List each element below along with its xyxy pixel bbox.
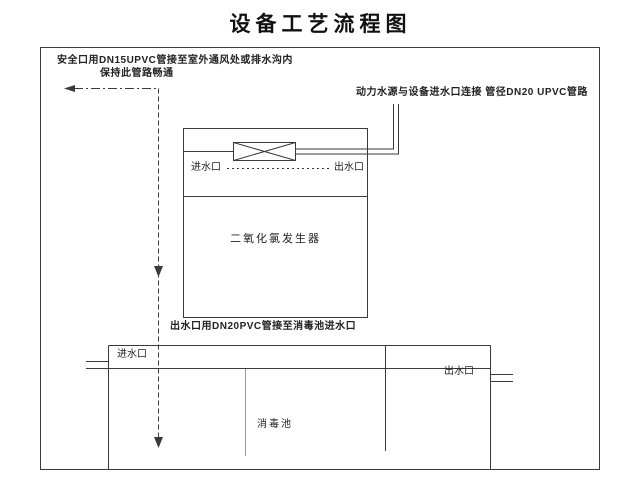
generator-label: 二氧化氯发生器 [230, 233, 321, 245]
outlet-pipe-note: 出水口用DN20PVC管接至消毒池进水口 [170, 321, 357, 332]
valve-cross-line-2 [233, 142, 296, 161]
generator-box [183, 128, 368, 318]
flow-arrow-down-icon [154, 266, 163, 277]
generator-inlet-label: 进水口 [191, 162, 221, 173]
pool-outlet-label: 出水口 [444, 366, 474, 377]
flow-arrow-down-icon [154, 437, 163, 448]
pool-inlet-label: 进水口 [117, 349, 147, 360]
diagram-border [40, 47, 600, 470]
vent-arrow-left-icon [64, 85, 75, 92]
supply-pipe-inner [295, 104, 399, 155]
supply-pipe-outer [295, 104, 394, 150]
safety-note-line2: 保持此管路畅通 [100, 68, 174, 79]
power-water-note: 动力水源与设备进水口连接 管径DN20 UPVC管路 [356, 87, 588, 98]
pool-label: 消毒池 [257, 419, 293, 430]
page-title: 设备工艺流程图 [229, 13, 412, 36]
safety-note-line1: 安全口用DN15UPVC管接至室外通风处或排水沟内 [57, 55, 293, 66]
generator-outlet-label: 出水口 [334, 162, 364, 173]
